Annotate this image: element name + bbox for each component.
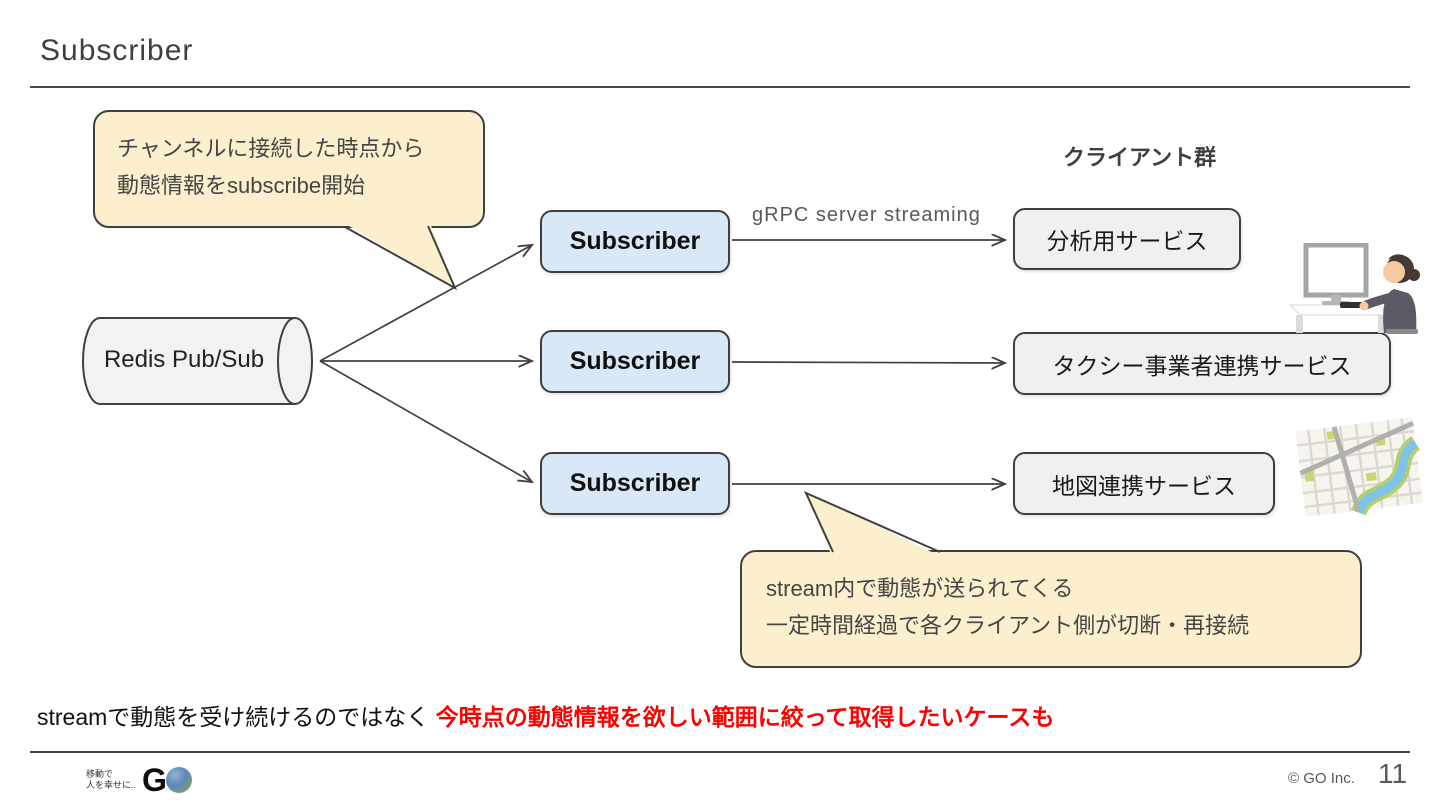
client-node-analytics: 分析用サービス <box>1013 208 1241 270</box>
footer-divider <box>30 751 1410 753</box>
callout-line: stream内で動態が送られてくる <box>766 576 1074 601</box>
client-node-map: 地図連携サービス <box>1013 452 1275 515</box>
logo-globe-icon <box>165 767 192 793</box>
callout-stream-reconnect: stream内で動態が送られてくる 一定時間経過で各クライアント側が切断・再接続 <box>740 550 1362 668</box>
subscriber-node-1: Subscriber <box>540 210 730 273</box>
person-at-computer-icon <box>1288 243 1420 334</box>
redis-pubsub-label: Redis Pub/Sub <box>103 346 265 373</box>
page-title: Subscriber <box>40 34 194 67</box>
grpc-streaming-label: gRPC server streaming <box>752 204 981 226</box>
go-logo: 移動で 人を幸せに.. G <box>86 762 192 798</box>
logo-tagline-line1: 移動で <box>86 769 114 779</box>
callout-line: チャンネルに接続した時点から <box>117 136 425 161</box>
callout-subscribe-start: チャンネルに接続した時点から 動態情報をsubscribe開始 <box>93 110 485 228</box>
subscriber-node-3: Subscriber <box>540 452 730 515</box>
logo-letter-g: G <box>142 761 167 798</box>
callout-line: 動態情報をsubscribe開始 <box>117 173 366 198</box>
page-number: 11 <box>1378 758 1408 789</box>
footnote-highlight-text: 今時点の動態情報を欲しい範囲に絞って取得したいケースも <box>435 704 1055 730</box>
subscriber-node-2: Subscriber <box>540 330 730 393</box>
footnote-normal-text: streamで動態を受け続けるのではなく <box>37 704 436 730</box>
footnote: streamで動態を受け続けるのではなく 今時点の動態情報を欲しい範囲に絞って取… <box>37 698 1054 732</box>
copyright-text: © GO Inc. <box>1288 770 1355 787</box>
logo-tagline-line2: 人を幸せに.. <box>86 780 137 790</box>
callout-line: 一定時間経過で各クライアント側が切断・再接続 <box>766 613 1250 638</box>
redis-pubsub-cylinder <box>82 317 313 405</box>
title-divider <box>30 86 1410 88</box>
city-map-icon <box>1295 417 1423 516</box>
logo-tagline: 移動で 人を幸せに.. <box>86 769 136 791</box>
clients-group-heading: クライアント群 <box>1063 145 1217 170</box>
client-node-taxi-partner: タクシー事業者連携サービス <box>1013 332 1391 395</box>
